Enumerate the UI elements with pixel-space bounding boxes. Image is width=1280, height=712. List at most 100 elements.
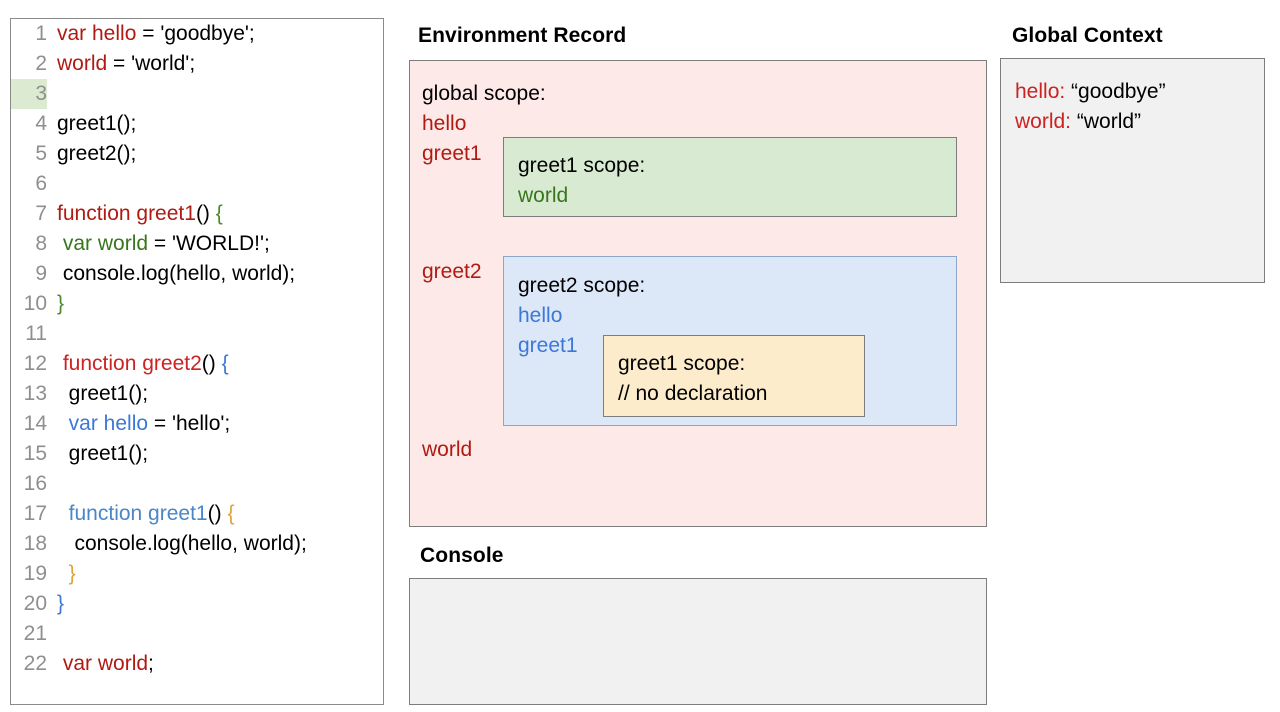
code-token: function greet1 xyxy=(57,202,196,225)
global-context-box: hello: “goodbye” world: “world” xyxy=(1000,58,1265,283)
code-token: = 'WORLD!'; xyxy=(148,232,270,255)
code-line[interactable]: 18 console.log(hello, world); xyxy=(11,529,383,559)
code-line-text: var hello = 'hello'; xyxy=(47,409,231,439)
code-token: var hello xyxy=(57,22,137,45)
global-context-value-world: “world” xyxy=(1076,110,1142,133)
code-token: var world xyxy=(62,652,149,675)
console-output-box[interactable] xyxy=(409,578,987,705)
code-line[interactable]: 12 function greet2() { xyxy=(11,349,383,379)
line-number: 20 xyxy=(23,592,47,615)
code-token: greet1(); xyxy=(57,112,137,135)
code-line-text: function greet1() { xyxy=(47,499,235,529)
code-token: { xyxy=(227,502,235,525)
line-number: 3 xyxy=(11,79,47,109)
code-line[interactable]: 17 function greet1() { xyxy=(11,499,383,529)
code-line-text: greet2(); xyxy=(47,139,136,169)
line-number: 19 xyxy=(23,562,47,585)
code-line[interactable]: 15 greet1(); xyxy=(11,439,383,469)
global-context-value-hello: “goodbye” xyxy=(1071,80,1166,103)
greet1-scope-header: greet1 scope: xyxy=(518,154,646,177)
line-number: 15 xyxy=(23,442,47,465)
global-context-entry-world: world: “world” xyxy=(1015,107,1141,137)
code-line-text: } xyxy=(47,589,64,619)
code-line-text: greet1(); xyxy=(47,379,148,409)
greet2-binding-hello: hello xyxy=(518,304,563,327)
code-line[interactable]: 8 var world = 'WORLD!'; xyxy=(11,229,383,259)
code-token: { xyxy=(215,202,223,225)
line-number: 13 xyxy=(23,382,47,405)
code-token: } xyxy=(57,292,65,315)
code-line[interactable]: 4 greet1(); xyxy=(11,109,383,139)
code-token: var world xyxy=(62,232,149,255)
code-token: () xyxy=(201,352,222,375)
line-number: 9 xyxy=(35,262,47,285)
code-line[interactable]: 20} xyxy=(11,589,383,619)
code-line-text: console.log(hello, world); xyxy=(47,529,307,559)
console-title: Console xyxy=(420,544,504,567)
code-line[interactable]: 11 xyxy=(11,319,383,349)
line-number: 7 xyxy=(35,202,47,225)
code-line-text: world = 'world'; xyxy=(47,49,195,79)
global-context-title: Global Context xyxy=(1012,24,1163,47)
greet2-binding-greet1: greet1 xyxy=(518,334,578,357)
code-line-text: greet1(); xyxy=(47,439,148,469)
environment-record-box: global scope: hello greet1 greet2 world … xyxy=(409,60,987,527)
line-number: 2 xyxy=(35,52,47,75)
code-line[interactable]: 21 xyxy=(11,619,383,649)
nested-greet1-scope-note: // no declaration xyxy=(618,382,768,405)
code-line-text: function greet1() { xyxy=(47,199,223,229)
line-number: 22 xyxy=(23,652,47,675)
global-binding-greet1: greet1 xyxy=(422,142,482,165)
code-line-text: console.log(hello, world); xyxy=(47,259,295,289)
code-line[interactable]: 3 xyxy=(11,79,383,109)
code-token: function greet2 xyxy=(62,352,202,375)
code-token: console.log(hello, world); xyxy=(57,532,307,555)
code-token: } xyxy=(57,592,65,615)
line-number: 10 xyxy=(23,292,47,315)
code-token: function greet1 xyxy=(68,502,208,525)
code-line[interactable]: 5 greet2(); xyxy=(11,139,383,169)
code-token xyxy=(57,412,69,435)
line-number: 21 xyxy=(23,622,47,645)
code-token: greet1(); xyxy=(57,382,149,405)
code-token: greet1(); xyxy=(57,442,149,465)
code-line-text: var world = 'WORLD!'; xyxy=(47,229,270,259)
code-token: = 'world'; xyxy=(107,52,196,75)
code-token: ; xyxy=(148,652,154,675)
code-token: } xyxy=(68,562,76,585)
code-line[interactable]: 13 greet1(); xyxy=(11,379,383,409)
line-number: 14 xyxy=(23,412,47,435)
global-binding-world: world xyxy=(422,438,473,461)
line-number: 8 xyxy=(35,232,47,255)
code-line[interactable]: 9 console.log(hello, world); xyxy=(11,259,383,289)
code-line[interactable]: 16 xyxy=(11,469,383,499)
code-token: greet2(); xyxy=(57,142,137,165)
global-context-key-hello: hello: xyxy=(1015,80,1066,103)
line-number: 18 xyxy=(23,532,47,555)
greet1-binding-world: world xyxy=(518,184,569,207)
code-line-text: var hello = 'goodbye'; xyxy=(47,19,255,49)
code-line[interactable]: 10} xyxy=(11,289,383,319)
code-token: () xyxy=(195,202,216,225)
code-line-text: greet1(); xyxy=(47,109,136,139)
line-number: 5 xyxy=(35,142,47,165)
line-number: 1 xyxy=(35,22,47,45)
code-line-text: function greet2() { xyxy=(47,349,229,379)
code-line[interactable]: 22 var world; xyxy=(11,649,383,679)
code-line[interactable]: 6 xyxy=(11,169,383,199)
global-binding-hello: hello xyxy=(422,112,467,135)
code-line[interactable]: 14 var hello = 'hello'; xyxy=(11,409,383,439)
code-token: var hello xyxy=(68,412,149,435)
code-token: world xyxy=(57,52,108,75)
global-scope-label: global scope: xyxy=(422,82,546,105)
line-number: 4 xyxy=(35,112,47,135)
nested-greet1-scope-header: greet1 scope: xyxy=(618,352,746,375)
code-line[interactable]: 19 } xyxy=(11,559,383,589)
greet1-scope-box: greet1 scope: world xyxy=(503,137,957,217)
code-token: () xyxy=(207,502,228,525)
